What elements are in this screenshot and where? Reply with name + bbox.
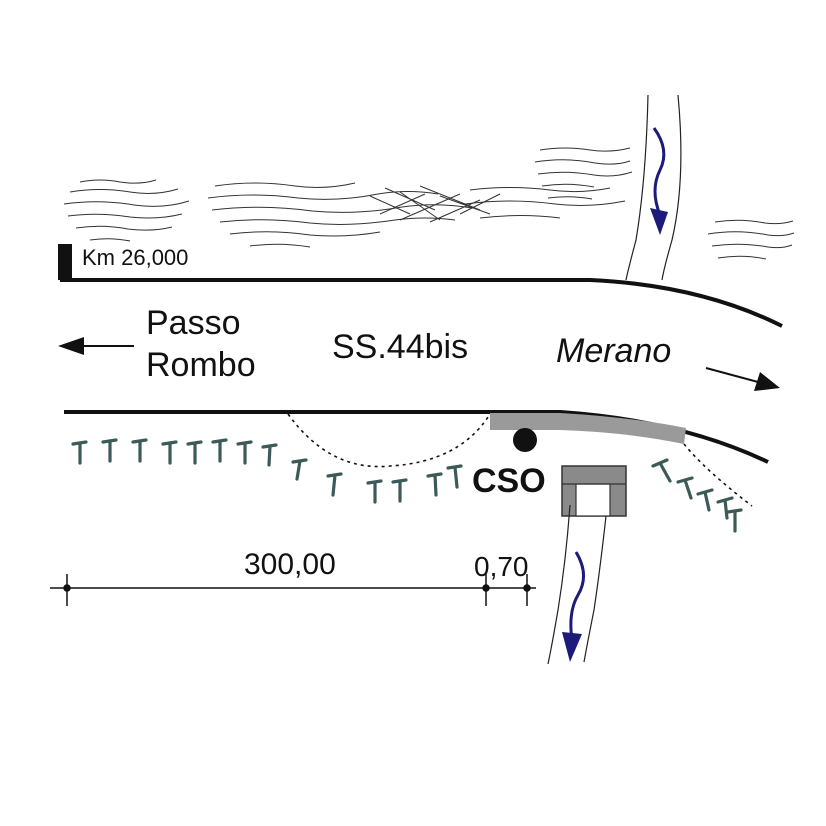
tree-symbol-icon bbox=[716, 496, 734, 520]
wavy-down-arrow-icon bbox=[569, 551, 585, 641]
tree-symbol-icon-group bbox=[71, 438, 743, 533]
road-name: SS.44bis bbox=[332, 328, 468, 366]
upper-stream-bank-left bbox=[625, 94, 649, 281]
upper-stream bbox=[625, 94, 682, 281]
tree-symbol-icon bbox=[261, 443, 278, 467]
tree-symbol-icon bbox=[101, 438, 118, 463]
tree-symbol-icon bbox=[131, 438, 148, 463]
tree-symbol-icon bbox=[161, 440, 178, 465]
wavy-down-arrow-icon bbox=[652, 127, 666, 216]
arrow-head-icon bbox=[650, 208, 668, 235]
tree-symbol-icon bbox=[676, 476, 694, 500]
arrow-right-icon bbox=[705, 367, 780, 391]
filled-circle-icon bbox=[513, 428, 537, 452]
structure-strip bbox=[490, 413, 686, 444]
tree-symbol-icon bbox=[291, 458, 308, 481]
tree-symbol-icon bbox=[186, 440, 203, 465]
lower-stream-bank-left bbox=[547, 504, 571, 665]
culvert-structure bbox=[561, 465, 627, 517]
distance-small-label: 0,70 bbox=[474, 551, 529, 582]
upper-stream-bank-right bbox=[661, 94, 682, 281]
km-marker-label: Km 26,000 bbox=[82, 245, 188, 270]
destination-left-line2: Rombo bbox=[146, 346, 256, 384]
tree-symbol-icon bbox=[726, 508, 743, 533]
destination-left-line1: Passo bbox=[146, 304, 241, 342]
dimension-line bbox=[50, 574, 536, 606]
station-label: CSO bbox=[472, 462, 546, 500]
arrow-left-icon bbox=[58, 337, 134, 355]
tree-symbol-icon bbox=[696, 488, 714, 512]
tree-symbol-icon bbox=[391, 478, 408, 503]
tree-symbol-icon bbox=[211, 438, 228, 463]
tree-symbol-icon bbox=[326, 472, 343, 497]
tree-symbol-icon bbox=[651, 458, 672, 483]
dotted-boundary-right bbox=[683, 443, 753, 507]
lower-stream-bank-right bbox=[583, 515, 607, 663]
dotted-boundary-left bbox=[287, 413, 491, 468]
tree-symbol-icon bbox=[426, 472, 443, 497]
tree-symbol-icon bbox=[71, 440, 88, 465]
km-marker-block bbox=[58, 244, 72, 280]
tree-symbol-icon bbox=[236, 440, 253, 465]
lower-stream bbox=[547, 504, 607, 665]
arrow-head-icon bbox=[562, 632, 582, 662]
road-edge-top bbox=[60, 278, 783, 328]
tree-symbol-icon bbox=[366, 479, 383, 504]
tree-symbol-icon bbox=[446, 464, 463, 489]
terrain-hatching bbox=[63, 147, 795, 260]
distance-main-label: 300,00 bbox=[244, 548, 336, 581]
destination-right: Merano bbox=[556, 332, 671, 370]
